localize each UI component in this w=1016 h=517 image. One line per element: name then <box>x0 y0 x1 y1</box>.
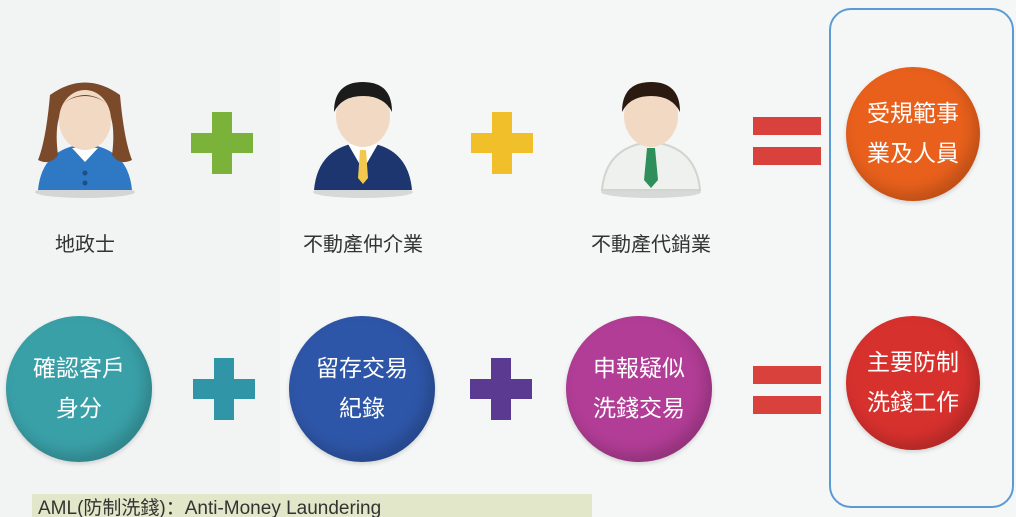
plus-icon <box>193 358 255 420</box>
result-highlight-frame <box>829 8 1014 508</box>
result-main-aml-work: 主要防制洗錢工作 <box>846 316 980 450</box>
equals-icon <box>753 117 821 165</box>
plus-icon <box>471 112 533 174</box>
step-line-1: 確認客戶 <box>33 356 125 382</box>
step-line-2: 紀錄 <box>339 396 385 422</box>
step-retain-transaction-records: 留存交易紀錄 <box>289 316 435 462</box>
step-report-suspicious-transactions: 申報疑似洗錢交易 <box>566 316 712 462</box>
step-line-1: 留存交易 <box>316 356 408 382</box>
equals-icon <box>753 366 821 414</box>
step-line-1: 申報疑似 <box>593 356 685 382</box>
result-regulated-entities: 受規範事業及人員 <box>846 67 980 201</box>
result-line-2: 業及人員 <box>867 141 959 167</box>
step-line-2: 身分 <box>56 396 102 422</box>
result-line-1: 主要防制 <box>867 350 959 376</box>
result-line-1: 受規範事 <box>867 101 959 127</box>
businessman-blue-suit-icon <box>298 70 428 200</box>
aml-definition-note: AML(防制洗錢)：Anti-Money Laundering <box>32 494 592 517</box>
step-line-2: 洗錢交易 <box>593 396 685 422</box>
plus-icon <box>191 112 253 174</box>
label-real-estate-brokerage: 不動產仲介業 <box>303 232 423 256</box>
step-verify-customer-identity: 確認客戶身分 <box>6 316 152 462</box>
female-professional-icon <box>20 70 150 200</box>
label-real-estate-marketing: 不動產代銷業 <box>591 232 711 256</box>
label-land-administration-agent: 地政士 <box>55 232 115 256</box>
businessman-white-shirt-icon <box>586 70 716 200</box>
plus-icon <box>470 358 532 420</box>
result-line-2: 洗錢工作 <box>867 390 959 416</box>
